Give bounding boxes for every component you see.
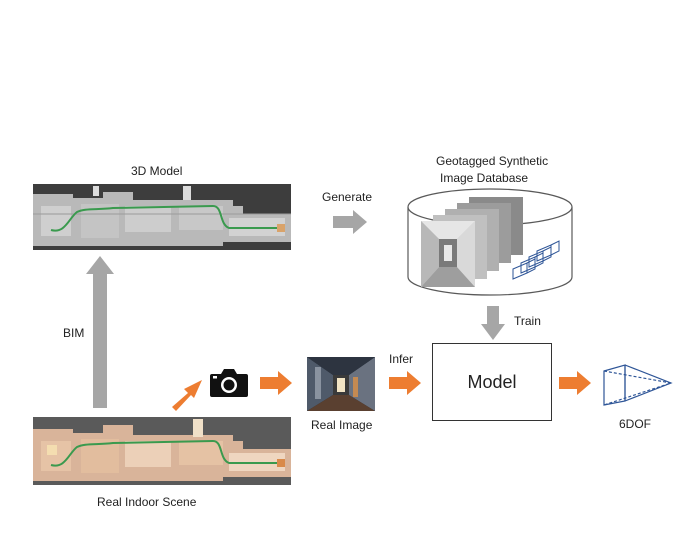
model-box: Model	[432, 343, 552, 421]
infer-label: Infer	[389, 352, 414, 366]
generate-arrow	[333, 210, 369, 234]
database-cylinder-icon	[405, 187, 575, 299]
3d-model-floorplan	[33, 184, 291, 250]
train-arrow	[481, 306, 505, 340]
model-to-6dof-arrow	[559, 371, 593, 395]
real-image-label: Real Image	[311, 418, 373, 432]
real-image-photo	[307, 357, 375, 411]
infer-arrow	[389, 371, 423, 395]
real-indoor-scene-floorplan	[33, 417, 291, 485]
real-indoor-scene-label: Real Indoor Scene	[97, 495, 197, 509]
sixdof-label: 6DOF	[619, 417, 652, 431]
bim-label: BIM	[63, 326, 85, 340]
generate-label: Generate	[322, 190, 373, 204]
train-label: Train	[514, 314, 541, 328]
bim-arrow	[86, 256, 114, 408]
camera-icon	[209, 366, 249, 398]
scene-to-camera-arrow	[168, 374, 208, 414]
database-title-line2: Image Database	[440, 171, 529, 185]
frustum-icon	[601, 363, 673, 407]
model-3d-label: 3D Model	[131, 164, 183, 178]
database-title-line1: Geotagged Synthetic	[436, 154, 549, 168]
camera-to-image-arrow	[260, 371, 294, 395]
